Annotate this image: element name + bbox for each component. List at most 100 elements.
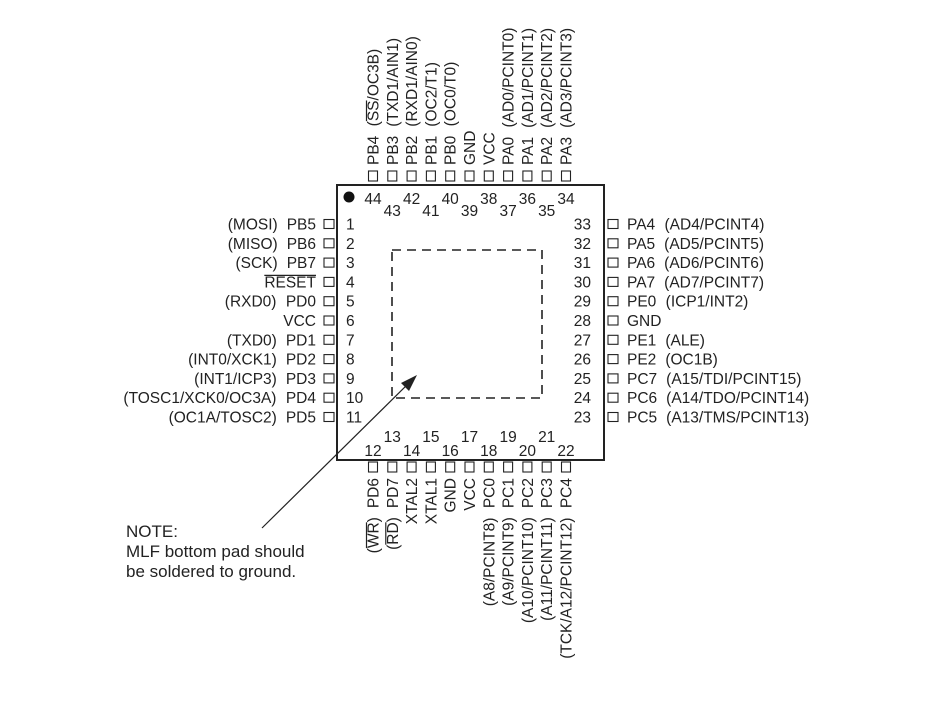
pin-pad [425, 461, 436, 473]
pin-function: (TOSC1/XCK0/OC3A) [123, 390, 276, 407]
pin-pad [541, 461, 552, 473]
pin-function: (A15/TDI/PCINT15) [666, 371, 801, 388]
pin-function: (A10/PCINT10) [520, 517, 537, 623]
pin-pad [323, 276, 335, 287]
pin-name: GND [443, 478, 460, 512]
pin-pad [367, 170, 379, 182]
pin-function: (AD4/PCINT4) [665, 217, 765, 234]
pin-pad [323, 238, 335, 249]
pin-name: PC6 [627, 390, 657, 407]
pin-number: 35 [538, 203, 555, 220]
pin-name: PC5 [627, 410, 657, 427]
pin-number: 6 [346, 313, 355, 330]
pin-function: (AD6/PCINT6) [664, 255, 764, 272]
pin-function: (A11/PCINT11) [539, 517, 556, 621]
pin-name: XTAL1 [423, 478, 440, 524]
pin-pad [503, 461, 514, 473]
pin-pad [323, 411, 335, 423]
pin-label-group: PC0(A8/PCINT8) [481, 478, 498, 607]
pin-label-group: XTAL2 [404, 478, 421, 524]
pin-pad [560, 461, 572, 473]
pin-function: (AD0/PCINT0) [501, 28, 518, 128]
pin-function: (WR) [366, 517, 383, 553]
pin-name: GND [627, 313, 661, 330]
pin-function: (SS/OC3B) [366, 49, 383, 127]
pin-function: (RXD0) [225, 294, 277, 311]
pin-number: 7 [346, 332, 355, 349]
pin-name: PC0 [481, 478, 498, 509]
pin-function: (RXD1/AIN0) [404, 36, 421, 126]
left-pin-row: 1PB5(MOSI)2PB6(MISO)3PB7(SCK)4RESET5PD0(… [123, 217, 363, 427]
pin-name: XTAL2 [404, 478, 421, 524]
pin-name: PC4 [559, 478, 576, 509]
pin-name: PA3 [559, 137, 576, 165]
pin-function: (A9/PCINT9) [501, 517, 518, 606]
pin-function: (A14/TDO/PCINT14) [666, 390, 809, 407]
pin-number: 3 [346, 255, 355, 272]
pin-function: (INT0/XCK1) [188, 352, 277, 369]
bottom-pad-outline [391, 249, 543, 399]
pin-number: 10 [346, 390, 364, 407]
pin-name: PD7 [385, 478, 402, 508]
pin-function: (OC0/T0) [443, 62, 460, 127]
pin-function: (AD5/PCINT5) [664, 236, 764, 253]
pin-name: PC3 [539, 478, 556, 508]
pin-label-group: PA1(AD1/PCINT1) [520, 28, 537, 165]
pin-pad [323, 296, 335, 307]
pin-name: PD6 [366, 478, 383, 508]
pin-name: PA0 [501, 136, 518, 165]
pin-name: PC7 [627, 371, 657, 388]
pin-label-group: GND [443, 478, 460, 512]
pin-name: PD3 [286, 371, 316, 388]
pin-label-group: PC1(A9/PCINT9) [501, 478, 518, 606]
pin-pad [483, 461, 494, 473]
pin-number: 19 [499, 429, 516, 446]
note-line-1: MLF bottom pad should [126, 542, 305, 561]
bottom-pin-row: 12PD6(WR)13PD7(RD)14XTAL215XTAL116GND17V… [364, 429, 575, 659]
pin-name: PD1 [286, 332, 316, 349]
pin-pad [483, 170, 494, 182]
pin-number: 4 [346, 274, 355, 291]
pin-pad [406, 461, 417, 473]
pin-name: PA2 [539, 137, 556, 165]
pin-label-group: VCC [462, 478, 479, 511]
pin-number: 34 [557, 191, 575, 208]
pin-function: (SCK) [235, 255, 277, 272]
pin-name: VCC [462, 478, 479, 511]
pin-number: 37 [499, 203, 516, 220]
pin-pad [445, 170, 456, 182]
pin-number: 1 [346, 217, 355, 234]
pin-pad [607, 238, 619, 249]
pin-number: 14 [403, 443, 421, 460]
pin-pad [607, 218, 619, 230]
pin-label-group: GND [462, 131, 479, 165]
pin-label-group: PB1(OC2/T1) [423, 62, 440, 165]
pin-name: PA6 [627, 255, 655, 272]
pin-name: PE2 [627, 352, 656, 369]
pin-number: 23 [574, 410, 591, 427]
pin-label-group: PA2(AD2/PCINT2) [539, 28, 556, 165]
pin-number: 36 [519, 191, 536, 208]
pin-label-group: PA0 (AD0/PCINT0) [501, 28, 518, 165]
pin-name: PA7 [627, 274, 655, 291]
note-heading: NOTE: [126, 522, 178, 541]
pin-function: (OC1A/TOSC2) [169, 410, 277, 427]
pin-label-group: PD7(RD) [385, 478, 402, 550]
pin-function: (TXD1/AIN1) [385, 38, 402, 127]
pin-number: 27 [574, 332, 591, 349]
pin-pad [560, 170, 572, 182]
pin-number: 31 [574, 255, 591, 272]
pin-name: PE1 [627, 332, 656, 349]
chip-package [336, 184, 605, 461]
pin-function: (OC2/T1) [423, 62, 440, 127]
pin-name: PD5 [286, 410, 316, 427]
pin-name: PD4 [286, 390, 317, 407]
pin-number: 15 [422, 429, 439, 446]
pin-pad [445, 461, 456, 473]
pin-label-group: VCC [481, 132, 498, 165]
pin-function: (AD1/PCINT1) [520, 28, 537, 128]
pin-number: 30 [574, 274, 592, 291]
pin-number: 25 [574, 371, 591, 388]
pin-pad [607, 354, 619, 365]
